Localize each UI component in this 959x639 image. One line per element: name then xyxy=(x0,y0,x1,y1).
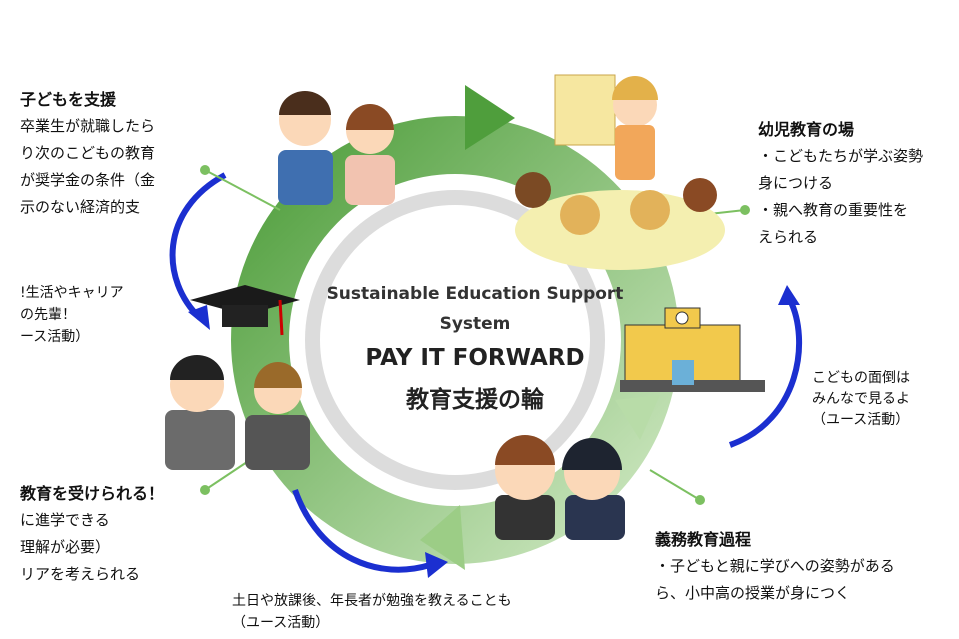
ring-arrow-bottom xyxy=(420,505,465,570)
line: り次のこどもの教育 xyxy=(20,144,156,162)
center-title-en: Sustainable Education Support xyxy=(326,284,624,304)
line: えられる xyxy=(758,228,819,246)
line: 身につける xyxy=(758,174,834,192)
center-title-en-2: System xyxy=(439,314,511,334)
blue-arrow-left-head xyxy=(188,305,210,330)
line: 土日や放課後、年長者が勉強を教えることも xyxy=(232,593,512,609)
graduation-cap-icon xyxy=(190,285,300,336)
center-slogan: PAY IT FORWARD xyxy=(365,345,585,371)
line: 示のない経済的支 xyxy=(20,198,141,216)
line: こどもの面倒は xyxy=(812,370,910,386)
top-left-text: 子どもを支援 卒業生が就職したら り次のこどもの教育 が奨学金の条件（金 示のな… xyxy=(20,86,155,221)
line: ース活動） xyxy=(20,329,90,345)
line: みんなで見るよ xyxy=(812,391,910,407)
school-building-icon xyxy=(620,307,765,392)
blue-arrow-bottom-head xyxy=(425,552,448,578)
top-right-text: 幼児教育の場 ・こどもたちが学ぶ姿勢 身につける ・親へ教育の重要性を えられる xyxy=(758,116,923,251)
line: ・親へ教育の重要性を xyxy=(758,201,909,219)
heading: 義務教育過程 xyxy=(655,530,752,549)
heading: 教育を受けられる！ xyxy=(20,484,165,503)
mid-right-text: こどもの面倒は みんなで見るよ （ユース活動） xyxy=(812,368,910,431)
blue-arrow-right xyxy=(728,298,803,448)
blue-arrow-right-head xyxy=(778,285,800,305)
line: （ユース活動） xyxy=(812,412,910,428)
blue-arrow-bottom xyxy=(292,488,431,573)
line: 卒業生が就職したら xyxy=(20,117,156,135)
bottom-left-text: 教育を受けられる！ に進学できる 理解が必要） リアを考えられる xyxy=(20,480,164,588)
line: ら、小中高の授業が身につく xyxy=(655,584,851,602)
heading: 幼児教育の場 xyxy=(758,120,855,139)
ring-arrow-top xyxy=(465,85,515,150)
line: 理解が必要） xyxy=(20,538,111,556)
inner-circle xyxy=(320,205,590,475)
students-illustration xyxy=(495,435,625,540)
line: リアを考えられる xyxy=(20,565,141,583)
workers-illustration xyxy=(165,355,310,470)
bottom-right-text: 義務教育過程 ・子どもと親に学びへの姿勢がある ら、小中高の授業が身につく xyxy=(655,526,895,607)
line: ・こどもたちが学ぶ姿勢 xyxy=(758,147,924,165)
line: ・子どもと親に学びへの姿勢がある xyxy=(655,557,895,575)
graduates-illustration xyxy=(278,91,395,205)
mid-left-text: !生活やキャリア の先輩！ ース活動） xyxy=(20,282,124,348)
line: が奨学金の条件（金 xyxy=(20,171,156,189)
kindergarten-illustration xyxy=(515,74,725,270)
heading: 子どもを支援 xyxy=(20,90,117,109)
blue-arrow-left xyxy=(169,172,227,321)
ring-arrow-right xyxy=(615,395,660,440)
line: に進学できる xyxy=(20,511,110,529)
bottom-center-text: 土日や放課後、年長者が勉強を教えることも （ユース活動） xyxy=(232,590,512,634)
line: （ユース活動） xyxy=(232,615,330,631)
center-title-jp: 教育支援の輪 xyxy=(406,387,544,413)
line: !生活やキャリア xyxy=(20,285,124,301)
line: の先輩！ xyxy=(20,307,76,323)
